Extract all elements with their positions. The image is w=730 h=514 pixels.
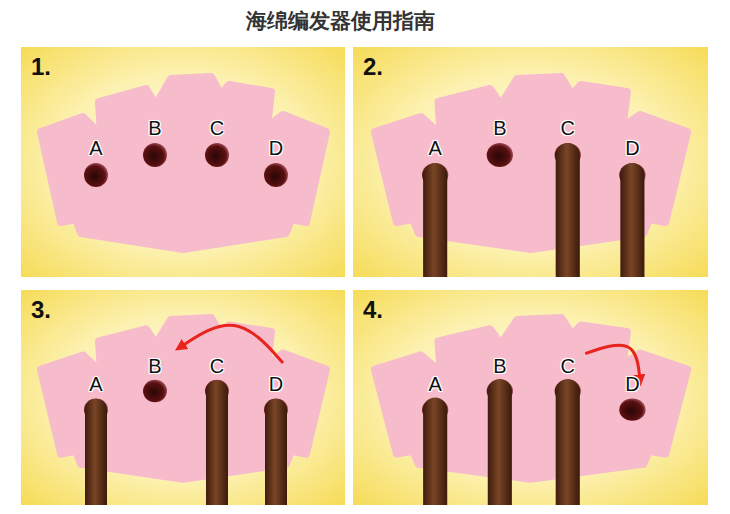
hole [84, 163, 108, 187]
hair-stick [206, 380, 228, 505]
panel-ground [353, 290, 708, 505]
step-number: 1. [31, 53, 51, 81]
hole-letter: A [89, 373, 102, 396]
hole-letter: A [429, 137, 442, 160]
title: 海绵编发器使用指南 [246, 7, 435, 35]
step-number: 2. [363, 53, 383, 81]
hole-letter: C [561, 117, 575, 140]
hair-stick [265, 399, 287, 505]
hair-stick [423, 398, 447, 505]
hole [264, 163, 288, 187]
panel-ground [21, 47, 345, 277]
hole-letter: A [429, 373, 442, 396]
hair-stick [620, 163, 644, 277]
hole [143, 380, 167, 402]
hair-stick [85, 399, 107, 505]
hole-letter: B [148, 354, 161, 377]
hole [143, 143, 167, 167]
hole-letter: C [561, 354, 575, 377]
step-number: 4. [363, 296, 383, 324]
panel-ground [353, 47, 708, 277]
step-number: 3. [31, 296, 51, 324]
hole [619, 398, 645, 420]
hair-stick [488, 379, 512, 505]
panel [21, 290, 345, 505]
hole-letter: D [269, 137, 283, 160]
hole [487, 143, 513, 167]
panel [21, 47, 345, 277]
sponge-braider [41, 77, 326, 249]
hair-stick [423, 163, 447, 277]
hole-letter: C [210, 354, 224, 377]
hole-letter: C [210, 117, 224, 140]
hole-letter: A [89, 137, 102, 160]
hole-letter: B [148, 117, 161, 140]
hole [205, 143, 229, 167]
hole-letter: D [625, 137, 639, 160]
sponge-braider [375, 318, 687, 479]
panel [353, 47, 708, 277]
panel-ground [21, 290, 345, 505]
hole-letter: D [625, 373, 639, 396]
hole-letter: D [269, 373, 283, 396]
hole-letter: B [493, 354, 506, 377]
hole-letter: B [493, 117, 506, 140]
hair-stick [556, 143, 580, 277]
hair-stick [556, 379, 580, 505]
move-arrow [179, 325, 283, 363]
panel [353, 290, 708, 505]
